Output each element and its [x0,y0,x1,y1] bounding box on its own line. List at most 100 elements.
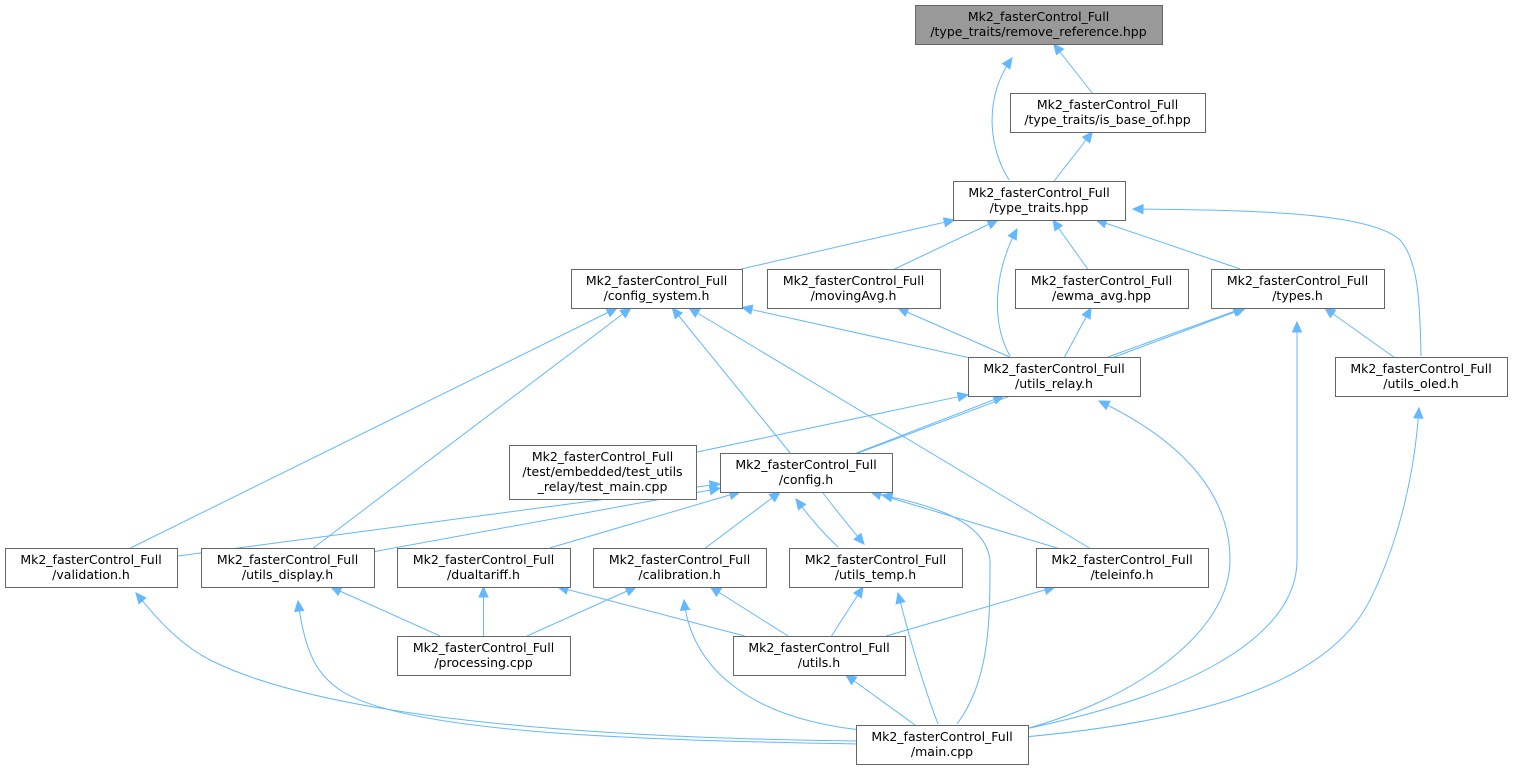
edge-dualtariff-to-config [549,491,740,549]
arrowhead-type_traits [942,217,956,228]
edge-main-to-utils_temp [897,592,939,725]
node-label-line: /type_traits/is_base_of.hpp [1024,112,1190,127]
arrowhead-config_system [687,307,701,318]
node-box [1015,269,1189,309]
node-label-line: Mk2_fasterControl_Full [783,273,924,288]
node-box [509,445,697,500]
file-node-teleinfo[interactable]: Mk2_fasterControl_Full/teleinfo.h [1036,548,1209,588]
edge-main-to-config [881,494,991,725]
node-box [201,548,375,588]
node-box [856,725,1029,765]
arrowhead-calibration [709,586,723,598]
graph-edges [130,43,1424,745]
arrowhead-type_traits [1052,219,1064,232]
arrowhead-config_system [619,307,632,319]
node-box [968,357,1141,397]
file-node-is_base_of[interactable]: Mk2_fasterControl_Full/type_traits/is_ba… [1010,93,1206,133]
arrowhead-utils_temp [853,532,865,545]
file-node-config[interactable]: Mk2_fasterControl_Full/config.h [720,453,893,493]
node-label-line: Mk2_fasterControl_Full [748,640,889,655]
file-node-utils_relay[interactable]: Mk2_fasterControl_Full/utils_relay.h [968,357,1141,397]
arrowhead-remove_reference [1053,43,1065,56]
edge-teleinfo-to-config [870,491,1058,549]
arrowhead-type_traits [986,219,999,230]
file-node-utils_display[interactable]: Mk2_fasterControl_Full/utils_display.h [201,548,375,588]
file-node-utils_oled[interactable]: Mk2_fasterControl_Full/utils_oled.h [1335,357,1508,397]
node-box [767,269,941,309]
edge-type_traits-to-remove_reference [991,57,1013,181]
edge-utils-to-teleinfo [886,586,1055,637]
arrowhead-remove_reference [1001,57,1013,70]
node-box [915,5,1163,45]
arrowhead-dualtariff [478,585,489,598]
file-node-validation[interactable]: Mk2_fasterControl_Full/validation.h [5,548,178,588]
file-node-config_system[interactable]: Mk2_fasterControl_Full/config_system.h [571,269,743,309]
arrowhead-types [1323,307,1337,319]
file-node-utils_temp[interactable]: Mk2_fasterControl_Full/utils_temp.h [789,548,963,588]
node-label-line: /utils.h [798,655,840,670]
file-node-movingAvg[interactable]: Mk2_fasterControl_Full/movingAvg.h [767,269,941,309]
arrowhead-movingAvg [896,307,910,318]
edge-utils_oled-to-type_traits [1132,208,1422,357]
node-label-line: Mk2_fasterControl_Full [968,9,1109,24]
node-label-line: /test/embedded/test_utils [522,464,682,479]
node-box [720,453,893,493]
arrowhead-validation [135,592,147,605]
node-label-line: /config.h [779,472,833,487]
edge-main-to-calibration [683,599,873,732]
node-label-line: Mk2_fasterControl_Full [983,361,1124,376]
arrowhead-utils_oled [1413,406,1424,419]
node-label-line: /calibration.h [638,567,720,582]
file-node-types[interactable]: Mk2_fasterControl_Full/types.h [1211,269,1385,309]
node-box [953,181,1126,221]
node-label-line: Mk2_fasterControl_Full [413,552,554,567]
node-label-line: Mk2_fasterControl_Full [413,640,554,655]
arrowhead-type_traits [1131,203,1144,215]
arrowhead-config_system [605,307,619,318]
node-label-line: Mk2_fasterControl_Full [1037,97,1178,112]
file-node-ewma_avg[interactable]: Mk2_fasterControl_Full/ewma_avg.hpp [1015,269,1189,309]
node-box [571,269,743,309]
file-node-processing[interactable]: Mk2_fasterControl_Full/processing.cpp [397,636,571,676]
node-label-line: Mk2_fasterControl_Full [735,457,876,472]
arrowhead-config_system [671,307,684,320]
node-label-line: Mk2_fasterControl_Full [609,552,750,567]
arrowhead-utils_temp [852,585,864,599]
file-node-dualtariff[interactable]: Mk2_fasterControl_Full/dualtariff.h [397,548,571,588]
edge-utils-to-dualtariff [557,586,745,637]
node-box [5,548,178,588]
node-box [397,548,571,588]
edge-calibration-to-config [705,491,781,549]
node-label-line: /main.cpp [911,744,973,759]
edge-movingAvg-to-type_traits [894,219,999,270]
file-node-utils[interactable]: Mk2_fasterControl_Full/utils.h [733,636,906,676]
node-box [397,636,571,676]
arrowhead-ewma_avg [1081,306,1092,320]
node-box [593,548,767,588]
edge-config-to-config_system [671,307,791,454]
node-box [1010,93,1206,133]
file-node-main[interactable]: Mk2_fasterControl_Full/main.cpp [856,725,1029,765]
file-node-calibration[interactable]: Mk2_fasterControl_Full/calibration.h [593,548,767,588]
file-node-remove_reference: Mk2_fasterControl_Full/type_traits/remov… [915,5,1163,45]
node-label-line: Mk2_fasterControl_Full [1227,273,1368,288]
node-label-line: /type_traits.hpp [990,200,1089,215]
edge-utils_display-to-config_system [312,307,632,549]
arrowhead-types [1291,320,1303,333]
edge-main-to-utils_display [297,600,861,745]
node-label-line: /utils_temp.h [835,567,916,582]
node-box [789,548,963,588]
node-label-line: /processing.cpp [434,655,532,670]
node-label-line: Mk2_fasterControl_Full [968,185,1109,200]
arrowhead-config [795,498,807,511]
edge-processing-to-calibration [526,586,637,637]
node-label-line: Mk2_fasterControl_Full [20,552,161,567]
node-box [1211,269,1385,309]
node-label-line: /movingAvg.h [811,288,897,303]
node-box [1335,357,1508,397]
node-label-line: /type_traits/remove_reference.hpp [930,24,1146,39]
file-node-type_traits[interactable]: Mk2_fasterControl_Full/type_traits.hpp [953,181,1126,221]
arrowhead-type_traits [1007,227,1018,241]
edge-processing-to-utils_display [330,586,441,637]
file-node-test_main[interactable]: Mk2_fasterControl_Full/test/embedded/tes… [509,445,697,500]
